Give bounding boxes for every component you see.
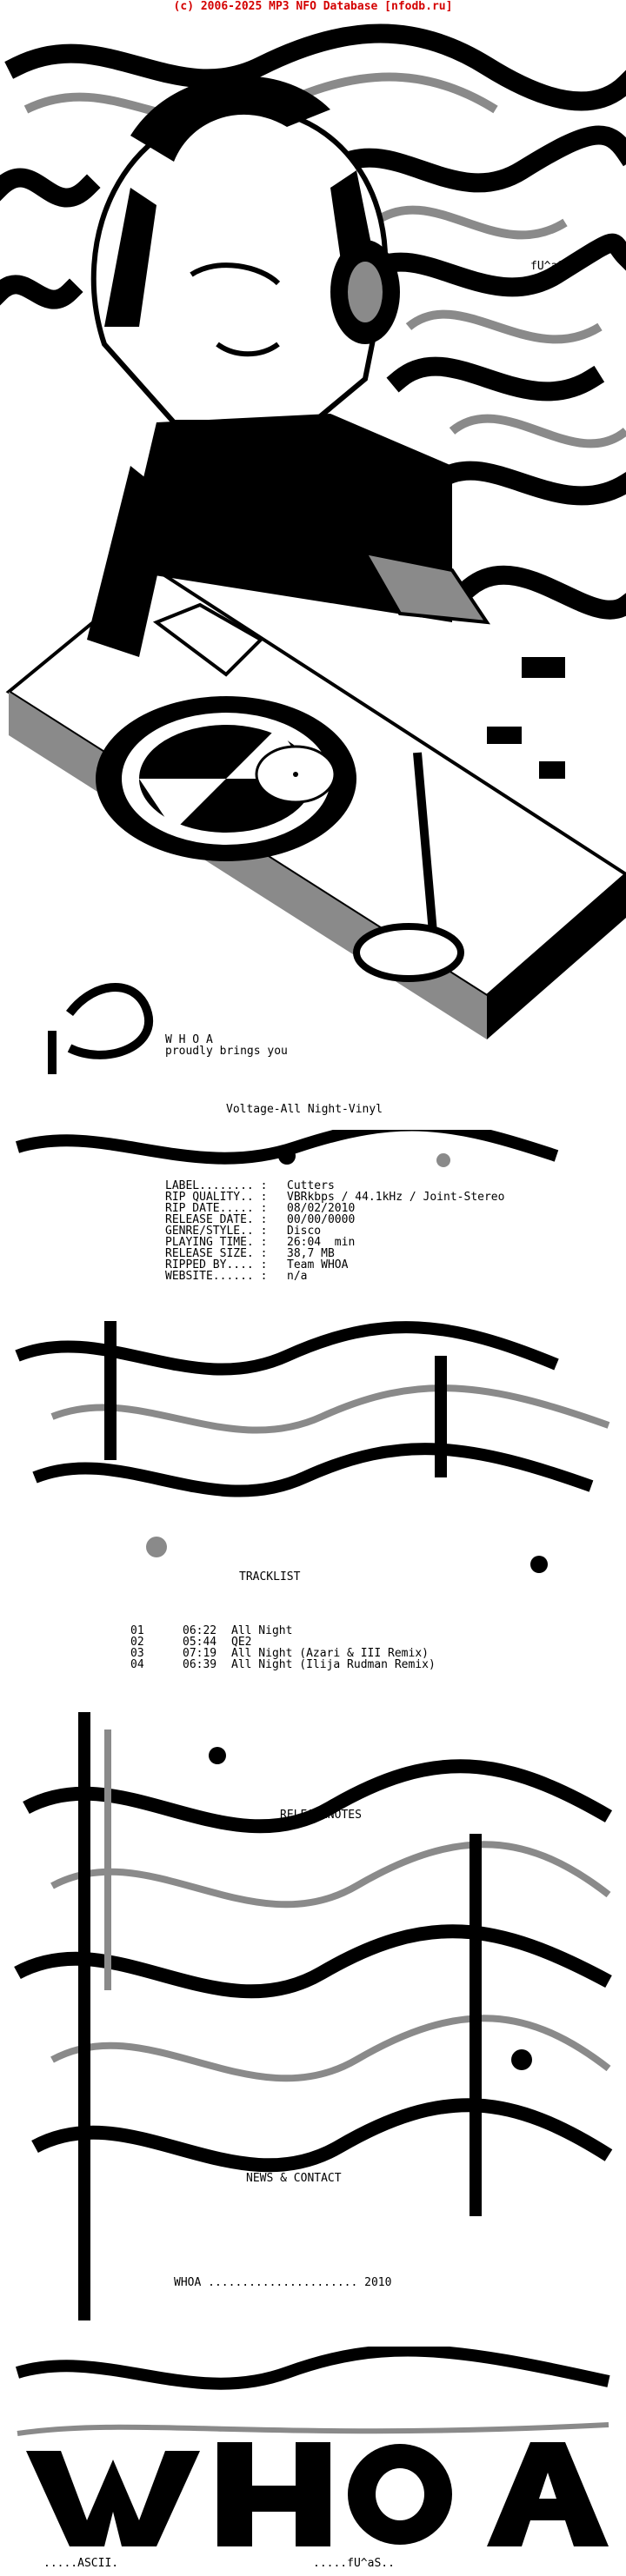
track-title: All Night (Azari & III Remix) bbox=[231, 1647, 429, 1660]
track-time: 05:44 bbox=[183, 1636, 217, 1649]
contact-line: WHOA ...................... 2010 bbox=[174, 2276, 392, 2289]
info-value: 00/00/0000 bbox=[287, 1213, 356, 1226]
releasenotes-ascii-art bbox=[0, 1695, 626, 2355]
tagline: proudly brings you bbox=[165, 1045, 288, 1058]
info-value: Team WHOA bbox=[287, 1258, 349, 1271]
track-title: All Night bbox=[231, 1624, 293, 1637]
info-value: Disco bbox=[287, 1225, 322, 1238]
track-number: 04 bbox=[130, 1658, 144, 1671]
info-value: 08/02/2010 bbox=[287, 1202, 356, 1215]
footer-left: .....ASCII. bbox=[43, 2557, 119, 2570]
info-key: WEBSITE...... : bbox=[165, 1270, 268, 1283]
release-title: Voltage-All Night-Vinyl bbox=[226, 1103, 383, 1116]
track-row: 03 07:19 All Night (Azari & III Remix) bbox=[130, 1648, 436, 1659]
info-header-ascii-art bbox=[0, 1130, 626, 1182]
track-title: All Night (Ilija Rudman Remix) bbox=[231, 1658, 436, 1671]
track-row: 04 06:39 All Night (Ilija Rudman Remix) bbox=[130, 1659, 436, 1670]
track-row: 02 05:44 QE2 bbox=[130, 1637, 436, 1648]
release-info-table: LABEL........ : Cutters RIP QUALITY.. : VB… bbox=[165, 1180, 504, 1282]
section-news-contact: NEWS & CONTACT bbox=[246, 2172, 342, 2185]
artist-signature: fU^aS bbox=[530, 260, 565, 273]
info-value: VBRkbps / 44.1kHz / Joint-Stereo bbox=[287, 1191, 505, 1204]
track-title: QE2 bbox=[231, 1636, 252, 1649]
info-key: RELEASE DATE. : bbox=[165, 1213, 268, 1226]
info-row: RIP QUALITY.. : VBRkbps / 44.1kHz / Joint… bbox=[165, 1192, 504, 1203]
info-key: RIPPED BY.... : bbox=[165, 1258, 268, 1271]
info-key: GENRE/STYLE.. : bbox=[165, 1225, 268, 1238]
track-number: 01 bbox=[130, 1624, 144, 1637]
info-key: RELEASE SIZE. : bbox=[165, 1247, 268, 1260]
info-row: WEBSITE...... : n/a bbox=[165, 1271, 504, 1282]
info-key: LABEL........ : bbox=[165, 1179, 268, 1192]
info-value: n/a bbox=[287, 1270, 308, 1283]
info-key: RIP QUALITY.. : bbox=[165, 1191, 268, 1204]
info-key: PLAYING TIME. : bbox=[165, 1236, 268, 1249]
group-name: W H O A bbox=[165, 1033, 213, 1046]
info-row: RIP DATE..... : 08/02/2010 bbox=[165, 1203, 504, 1214]
info-row: GENRE/STYLE.. : Disco bbox=[165, 1225, 504, 1237]
track-number: 03 bbox=[130, 1647, 144, 1660]
info-row: PLAYING TIME. : 26:04 min bbox=[165, 1237, 504, 1248]
section-tracklist: TRACKLIST bbox=[239, 1570, 301, 1583]
info-value: 38,7 MB bbox=[287, 1247, 335, 1260]
info-row: RIPPED BY.... : Team WHOA bbox=[165, 1259, 504, 1271]
info-row: RELEASE DATE. : 00/00/0000 bbox=[165, 1214, 504, 1225]
track-time: 06:22 bbox=[183, 1624, 217, 1637]
copyright-banner[interactable]: (c) 2006-2025 MP3 NFO Database [nfodb.ru… bbox=[173, 0, 453, 13]
info-value: 26:04 min bbox=[287, 1236, 356, 1249]
footer-right: .....fU^aS.. bbox=[313, 2557, 395, 2570]
track-time: 06:39 bbox=[183, 1658, 217, 1671]
info-row: RELEASE SIZE. : 38,7 MB bbox=[165, 1248, 504, 1259]
info-row: LABEL........ : Cutters bbox=[165, 1180, 504, 1192]
info-key: RIP DATE..... : bbox=[165, 1202, 268, 1215]
section-releasenotes: RELEASENOTES bbox=[280, 1809, 362, 1822]
whoa-logo-ascii-art bbox=[0, 2347, 626, 2555]
tracklist-ascii-art bbox=[0, 1304, 626, 1599]
dj-girl-ascii-art bbox=[0, 14, 626, 1083]
info-value: Cutters bbox=[287, 1179, 335, 1192]
track-number: 02 bbox=[130, 1636, 144, 1649]
track-row: 01 06:22 All Night bbox=[130, 1625, 436, 1637]
track-time: 07:19 bbox=[183, 1647, 217, 1660]
